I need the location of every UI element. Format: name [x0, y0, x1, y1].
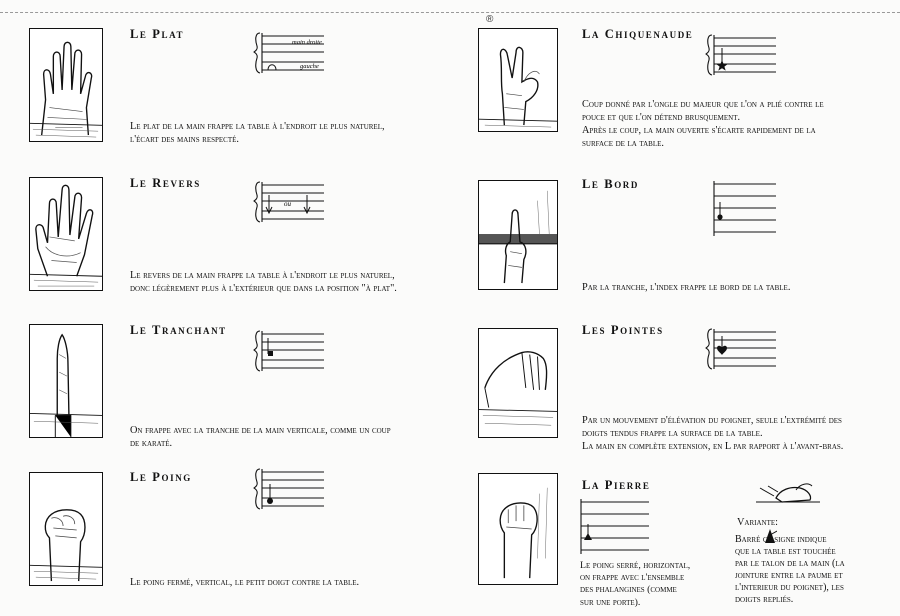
pointes-description: Par un mouvement d'élévation du poignet,… [582, 414, 843, 453]
description-line: on frappe avec l'ensemble [580, 572, 690, 584]
description-line: de karaté. [130, 437, 391, 450]
tranchant-hand-illustration [29, 324, 103, 438]
description-line: Le poing serré, horizontal, [580, 560, 690, 572]
description-line: pouce et que l'on détend brusquement. [582, 111, 824, 124]
pierre-hand-illustration [478, 473, 558, 585]
tranchant-staff [254, 330, 326, 372]
description-line: Le revers de la main frappe la table à l… [130, 269, 397, 282]
description-line: donc légèrement plus à l'extérieur que d… [130, 282, 397, 295]
variante-hand-illustration [756, 474, 822, 508]
top-scan-edge [0, 12, 900, 13]
tranchant-title: Le Tranchant [130, 323, 227, 338]
plat-hand-illustration [29, 28, 103, 142]
pierre-description: Le poing serré, horizontal, on frappe av… [580, 560, 690, 609]
revers-title: Le Revers [130, 176, 201, 191]
revers-staff-mid-label: ou [284, 200, 292, 208]
description-line: Par un mouvement d'élévation du poignet,… [582, 414, 843, 427]
pierre-staff [579, 498, 651, 556]
tranchant-description: On frappe avec la tranche de la main ver… [130, 424, 391, 450]
variante-line: l'interieur du poignet), les [735, 582, 845, 594]
description-line: doigts tendus frappe la surface de la ta… [582, 427, 843, 440]
description-line: On frappe avec la tranche de la main ver… [130, 424, 391, 437]
pierre-title: La Pierre [582, 478, 651, 493]
description-line: La main en complète extension, en L par … [582, 440, 843, 453]
variante-line: que la table est touchée [735, 546, 845, 558]
plat-staff-bottom-label: gauche [300, 63, 319, 70]
description-line: sur une porte). [580, 597, 690, 609]
variante-line: doigts repliés. [735, 594, 845, 606]
description-line: Le plat de la main frappe la table à l'e… [130, 120, 385, 133]
bord-hand-illustration [478, 180, 558, 290]
plat-description: Le plat de la main frappe la table à l'e… [130, 120, 385, 146]
pointes-staff [706, 328, 778, 370]
revers-description: Le revers de la main frappe la table à l… [130, 269, 397, 295]
description-line: Par la tranche, l'index frappe le bord d… [582, 281, 790, 294]
plat-title: Le Plat [130, 27, 184, 42]
variante-line: Barré ce signe indique [735, 534, 845, 546]
chiquenaude-description: Coup donné par l'ongle du majeur que l'o… [582, 98, 824, 150]
bord-title: Le Bord [582, 177, 639, 192]
description-line: Après le coup, la main ouverte s'écarte … [582, 124, 824, 137]
description-line: l'écart des mains respecté. [130, 133, 385, 146]
pointes-title: Les Pointes [582, 323, 664, 338]
chiquenaude-title: La Chiquenaude [582, 27, 693, 42]
variante-line: par le talon de la main (la [735, 558, 845, 570]
revers-hand-illustration [29, 177, 103, 291]
poing-description: Le poing fermé, vertical, le petit doigt… [130, 576, 359, 589]
plat-staff-top-label: main droite [292, 39, 322, 46]
poing-title: Le Poing [130, 470, 192, 485]
description-line: Coup donné par l'ongle du majeur que l'o… [582, 98, 824, 111]
chiquenaude-hand-illustration [478, 28, 558, 132]
variante-description: Barré ce signe indique que la table est … [735, 534, 845, 606]
top-mark: ® [486, 14, 493, 25]
bord-staff [706, 180, 778, 238]
bord-description: Par la tranche, l'index frappe le bord d… [582, 281, 790, 294]
poing-staff [254, 468, 326, 510]
chiquenaude-staff [706, 34, 778, 76]
revers-staff: ou [254, 181, 326, 223]
pointes-hand-illustration [478, 328, 558, 438]
poing-hand-illustration [29, 472, 103, 586]
variante-line: jointure entre la paume et [735, 570, 845, 582]
plat-staff: main droite gauche [254, 32, 326, 74]
description-line: surface de la table. [582, 137, 824, 150]
description-line: Le poing fermé, vertical, le petit doigt… [130, 576, 359, 589]
description-line: des phalangines (comme [580, 584, 690, 596]
